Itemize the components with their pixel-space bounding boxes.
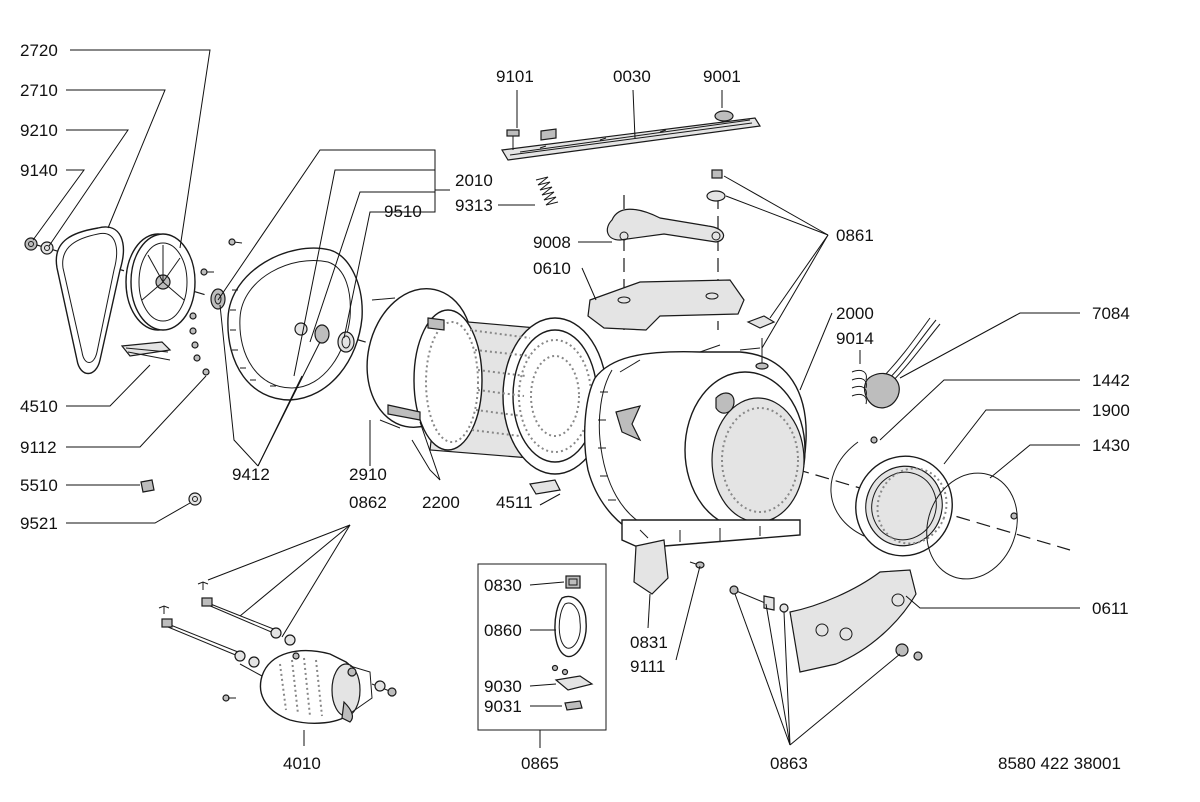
rear-support-bracket <box>789 569 917 673</box>
item-9030-plate <box>551 664 594 691</box>
counterweight-top <box>606 208 725 243</box>
label-9030: 9030 <box>484 677 522 696</box>
top-grommet-left <box>540 128 557 141</box>
label-9014: 9014 <box>836 329 874 348</box>
pulley-washer <box>40 241 54 255</box>
drive-belt <box>55 226 124 375</box>
label-9001: 9001 <box>703 67 741 86</box>
label-2010: 2010 <box>455 171 493 190</box>
label-2720: 2720 <box>20 41 58 60</box>
item-9031-pad <box>564 700 583 711</box>
door-gasket <box>855 455 953 557</box>
part-labels: 2720 2710 9210 9140 4510 9112 5510 9521 … <box>20 41 1130 773</box>
item-5510-grommet <box>140 479 155 493</box>
counterweight-fasteners <box>706 169 776 370</box>
parts-kit-box <box>477 563 607 731</box>
label-9112: 9112 <box>20 438 57 457</box>
label-2000: 2000 <box>836 304 874 323</box>
item-0830-clip <box>565 575 581 589</box>
label-2710: 2710 <box>20 81 58 100</box>
leader-lines <box>32 49 1080 748</box>
label-9313: 9313 <box>455 196 493 215</box>
item-4511-part <box>529 479 561 495</box>
door-lock-wiring <box>851 317 941 409</box>
inner-drum <box>387 309 608 475</box>
label-0830: 0830 <box>484 576 522 595</box>
label-9210: 9210 <box>20 121 58 140</box>
label-9140: 9140 <box>20 161 58 180</box>
label-1900: 1900 <box>1092 401 1130 420</box>
label-1430: 1430 <box>1092 436 1130 455</box>
motor-fixing-bolts <box>158 581 296 702</box>
drive-motor <box>239 649 397 724</box>
drawing-number: 8580 422 38001 <box>998 754 1121 773</box>
label-7084: 7084 <box>1092 304 1130 323</box>
label-0865: 0865 <box>521 754 559 773</box>
label-0862: 0862 <box>349 493 387 512</box>
drum-pulley <box>125 233 196 331</box>
pulley-nut <box>24 237 38 251</box>
label-9412: 9412 <box>232 465 270 484</box>
clamp-band-large <box>926 472 1018 580</box>
label-2910: 2910 <box>349 465 387 484</box>
label-9111: 9111 <box>630 657 665 676</box>
label-0860: 0860 <box>484 621 522 640</box>
belt-tensioner <box>120 341 172 361</box>
clamp-band-small <box>830 436 878 537</box>
drum-axis-brackets <box>371 297 401 429</box>
label-9101: 9101 <box>496 67 534 86</box>
label-0861: 0861 <box>836 226 874 245</box>
label-0831: 0831 <box>630 633 668 652</box>
label-9008: 9008 <box>533 233 571 252</box>
label-0030: 0030 <box>613 67 651 86</box>
label-9510: 9510 <box>384 202 422 221</box>
label-9031: 9031 <box>484 697 522 716</box>
top-grommet-right <box>714 110 734 122</box>
suspension-spring <box>535 176 559 206</box>
label-4010: 4010 <box>283 754 321 773</box>
rear-tub-half <box>227 247 363 401</box>
damper-bracket <box>633 539 705 595</box>
label-0863: 0863 <box>770 754 808 773</box>
label-4510: 4510 <box>20 397 58 416</box>
label-0610: 0610 <box>533 259 571 278</box>
label-1442: 1442 <box>1092 371 1130 390</box>
label-0611: 0611 <box>1092 599 1129 618</box>
item-9521-nut <box>188 492 202 506</box>
label-9521: 9521 <box>20 514 58 533</box>
label-5510: 5510 <box>20 476 58 495</box>
item-0860-seal <box>554 595 587 658</box>
small-screws-column <box>189 238 243 376</box>
label-4511: 4511 <box>496 493 533 512</box>
label-2200: 2200 <box>422 493 460 512</box>
top-bolt <box>506 129 520 150</box>
counterweight-block <box>587 279 745 331</box>
front-tub-half <box>584 344 807 549</box>
